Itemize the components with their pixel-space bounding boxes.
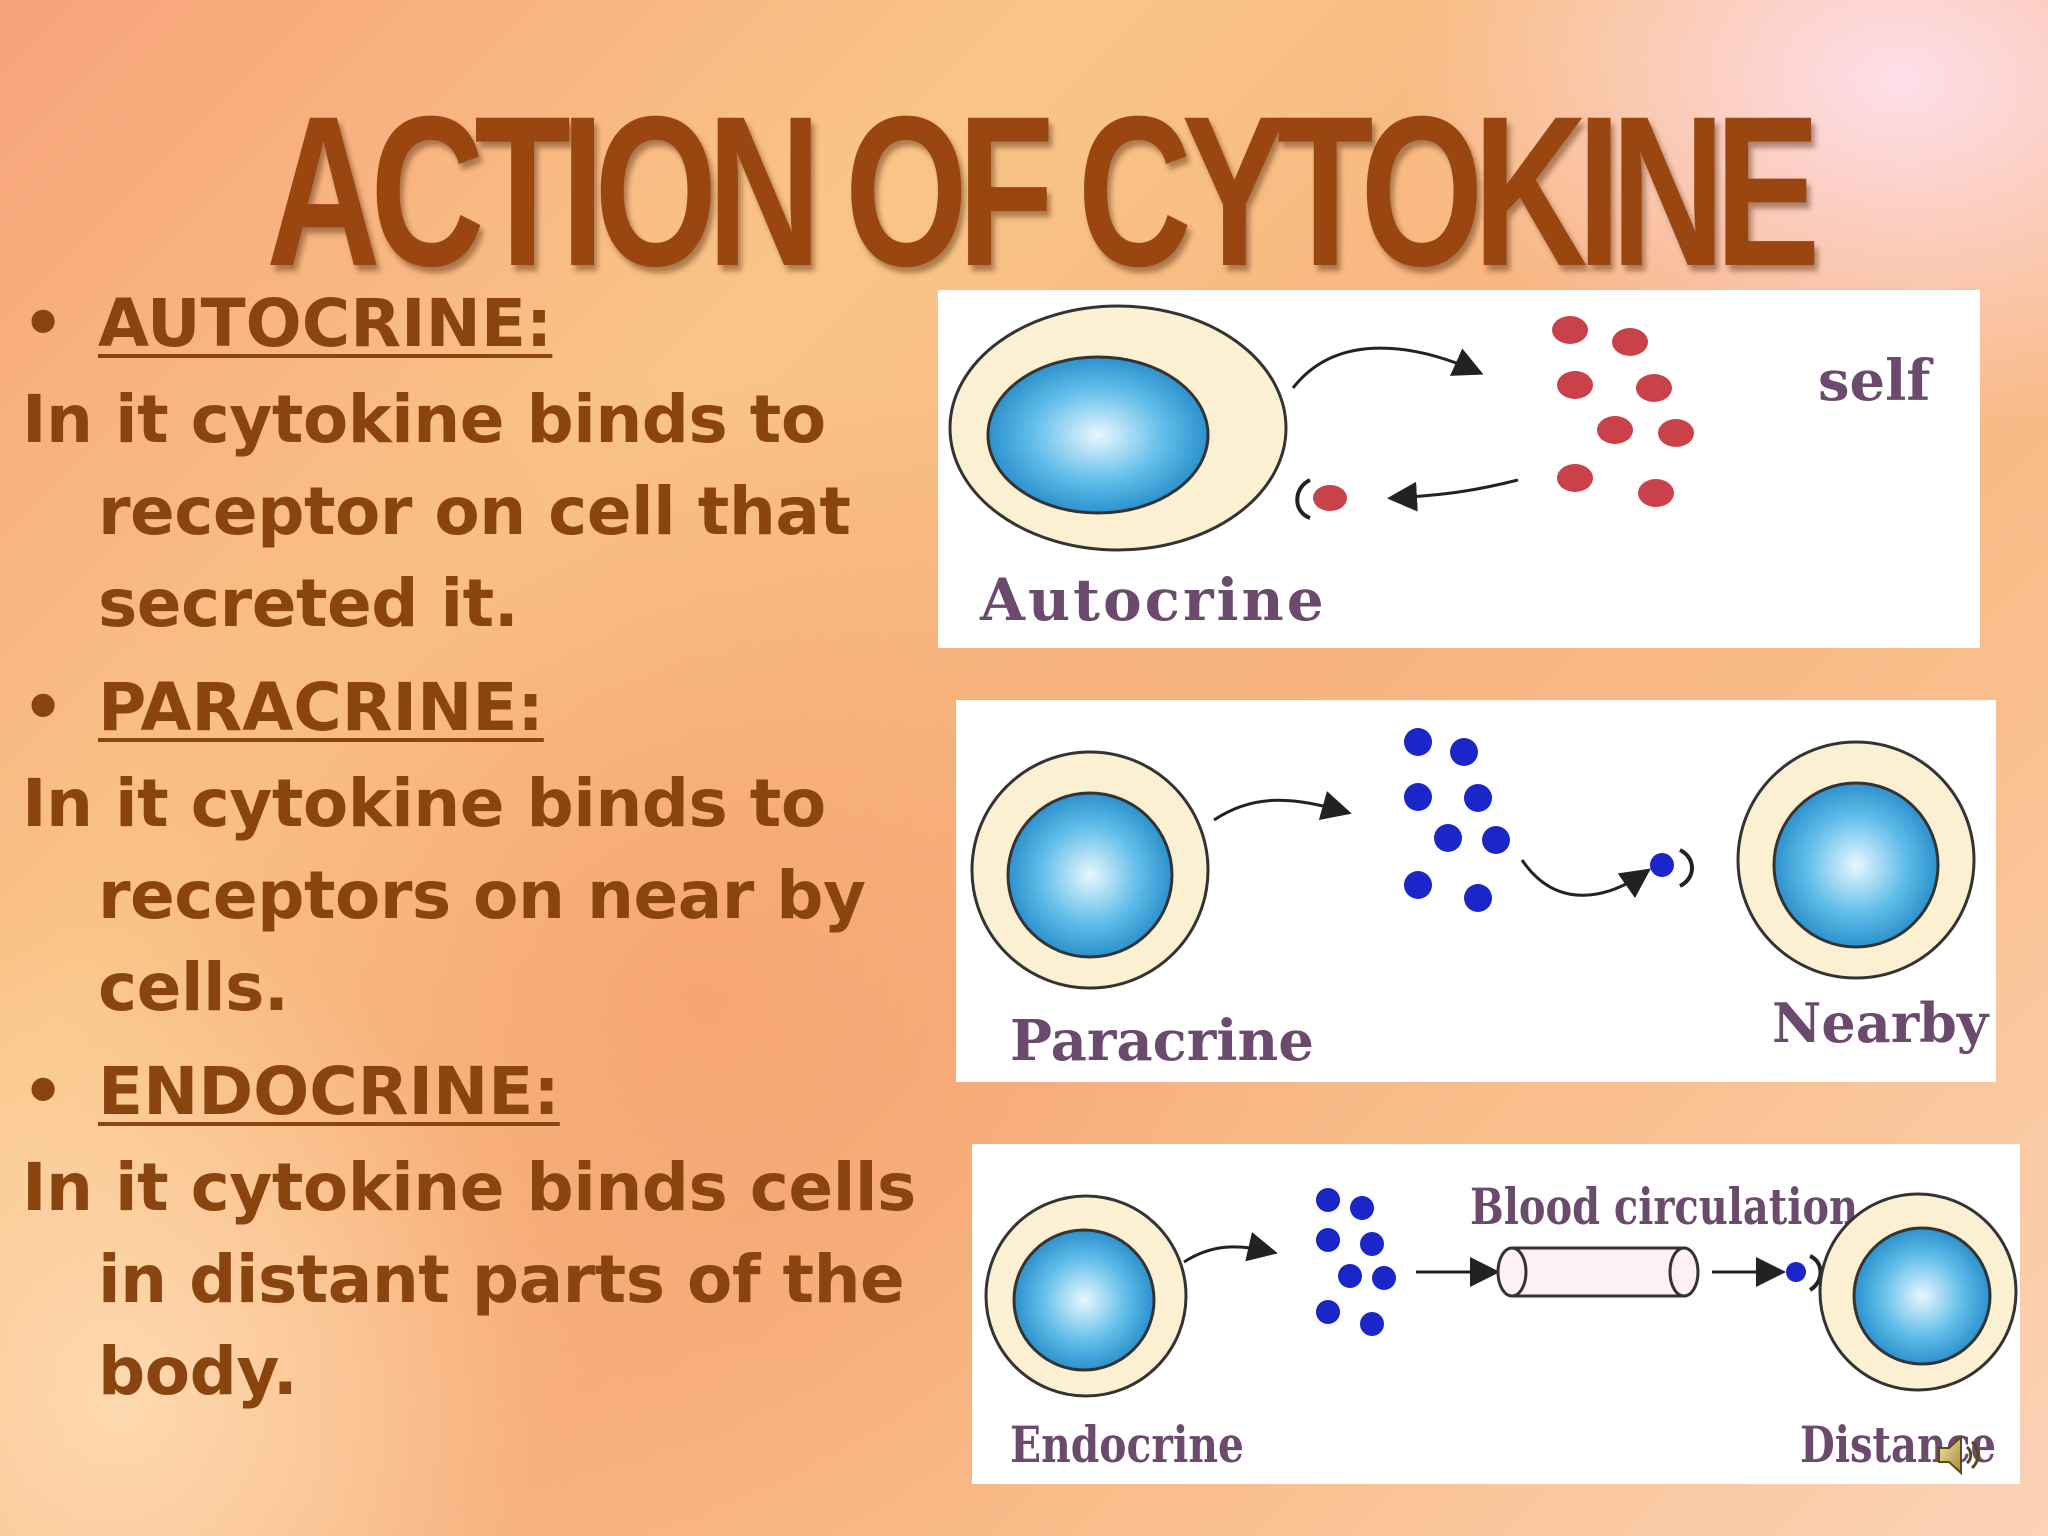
cytokine-dot (1316, 1228, 1340, 1252)
paracrine-diagram: Paracrine Nearby (956, 700, 1996, 1082)
section-heading-line: • AUTOCRINE: (22, 282, 972, 374)
secretion-arrow (1213, 791, 1352, 822)
text-column: • AUTOCRINE: In it cytokine binds to rec… (22, 282, 972, 1434)
endocrine-diagram-svg: Blood circulation Endocrine Distance (984, 1177, 2018, 1474)
paracrine-diagram-svg: Paracrine Nearby (970, 728, 1990, 1074)
bound-cytokine-dot (1786, 1262, 1806, 1282)
bullet: • (22, 1053, 65, 1130)
target-cell-nucleus (1772, 781, 1940, 949)
cytokine-dot (1434, 824, 1462, 852)
source-cell-nucleus (1012, 1228, 1156, 1372)
target-cell-nucleus (1852, 1226, 1992, 1366)
cytokine-dots (1316, 1188, 1806, 1336)
cytokine-dot (1658, 419, 1694, 447)
bullet: • (22, 285, 65, 362)
binding-arrow (1520, 859, 1651, 899)
cytokine-dot (1316, 1300, 1340, 1324)
cytokine-dot (1636, 374, 1672, 402)
cytokine-dot (1316, 1188, 1340, 1212)
section-heading-line: • ENDOCRINE: (22, 1050, 972, 1142)
cytokine-dot (1464, 784, 1492, 812)
bound-cytokine-dot (1313, 485, 1347, 511)
section-heading: AUTOCRINE: (98, 285, 553, 362)
section-description: In it cytokine binds to receptors on nea… (22, 765, 866, 1026)
cytokine-dot (1557, 371, 1593, 399)
receptor (1295, 478, 1312, 520)
cytokine-dot (1552, 316, 1588, 344)
diagram-label: Endocrine (1010, 1415, 1244, 1474)
cytokine-dot (1612, 328, 1648, 356)
section-autocrine: • AUTOCRINE: In it cytokine binds to rec… (22, 282, 972, 650)
cytokine-dot (1404, 728, 1432, 756)
source-cell-nucleus (1006, 791, 1174, 959)
section-heading-line: • PARACRINE: (22, 666, 972, 758)
cell-nucleus (986, 355, 1210, 515)
bound-cytokine-dot (1650, 853, 1674, 877)
cytokine-dot (1360, 1232, 1384, 1256)
cytokine-dot (1404, 783, 1432, 811)
speaker-icon-svg (1938, 1434, 1980, 1476)
section-paracrine: • PARACRINE: In it cytokine binds to rec… (22, 666, 972, 1034)
slide-title: ACTION OF CYTOKINE (266, 72, 1820, 311)
cytokine-dots (1404, 728, 1674, 912)
cytokine-dot (1338, 1264, 1362, 1288)
section-description: In it cytokine binds cells in distant pa… (22, 1149, 916, 1410)
target-label: Distance (1800, 1415, 1996, 1474)
section-description: In it cytokine binds to receptor on cell… (22, 381, 851, 642)
endocrine-diagram: Blood circulation Endocrine Distance (972, 1144, 2020, 1484)
cytokine-dot (1372, 1266, 1396, 1290)
blood-vessel-icon (1496, 1246, 1700, 1298)
target-label: self (1818, 348, 1934, 414)
section-heading: PARACRINE: (98, 669, 544, 746)
secretion-arrow (1291, 346, 1484, 389)
cytokine-dot (1450, 738, 1478, 766)
diagram-label: Paracrine (1010, 1008, 1314, 1074)
section-heading: ENDOCRINE: (98, 1053, 560, 1130)
cytokine-dot (1404, 871, 1432, 899)
diagram-label: Autocrine (979, 566, 1327, 634)
speaker-icon[interactable] (1935, 1432, 1985, 1478)
cytokine-dot (1638, 479, 1674, 507)
autocrine-diagram-svg: self Autocrine (948, 304, 1934, 634)
cytokine-dot (1557, 464, 1593, 492)
target-label: Nearby (1772, 991, 1990, 1055)
secretion-arrow (1183, 1232, 1278, 1264)
binding-arrow (1387, 478, 1519, 512)
cytokine-dot (1597, 416, 1633, 444)
receptor (1678, 848, 1694, 888)
section-endocrine: • ENDOCRINE: In it cytokine binds cells … (22, 1050, 972, 1418)
cytokine-dot (1482, 826, 1510, 854)
bullet: • (22, 669, 65, 746)
channel-label: Blood circulation (1470, 1177, 1858, 1236)
cytokine-dot (1360, 1312, 1384, 1336)
cytokine-dots (1313, 316, 1694, 511)
cytokine-dot (1464, 884, 1492, 912)
cytokine-dot (1350, 1196, 1374, 1220)
autocrine-diagram: self Autocrine (938, 290, 1980, 648)
